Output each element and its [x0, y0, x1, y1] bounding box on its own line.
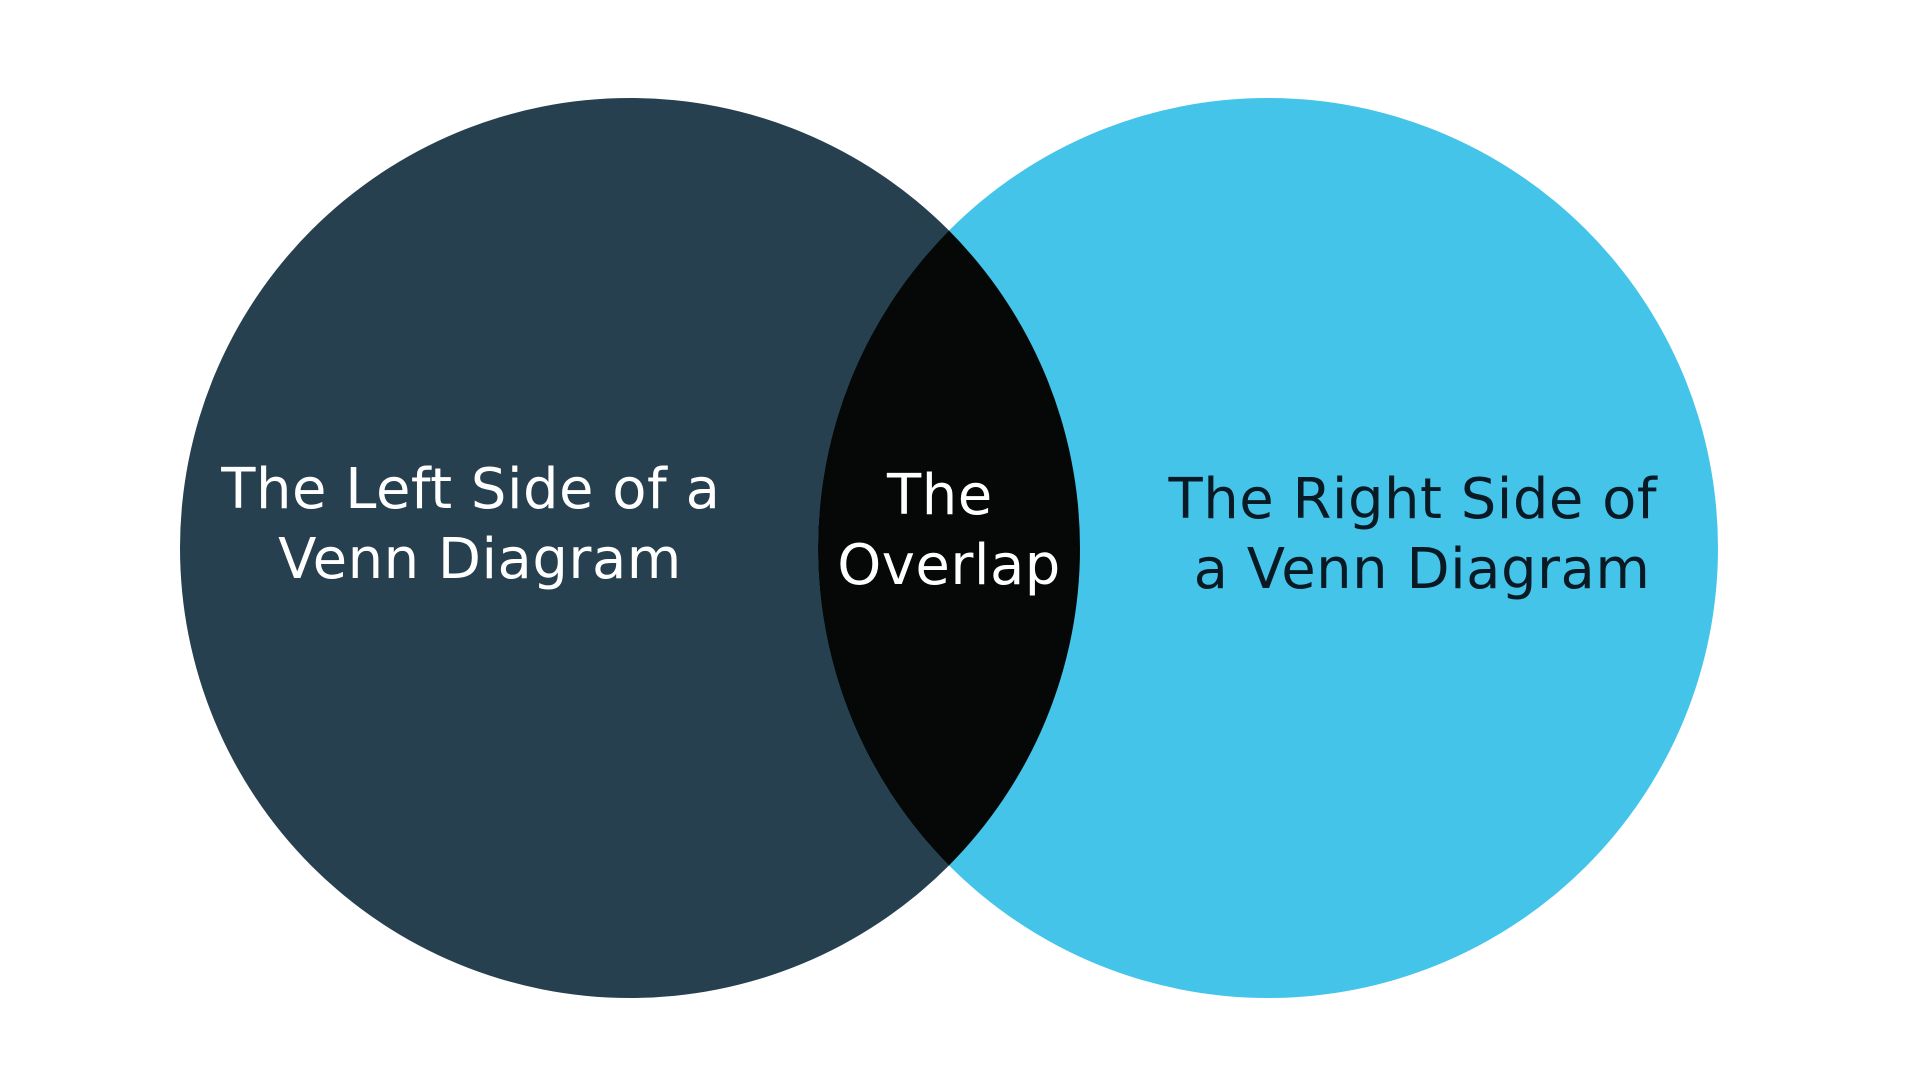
- left-label-line-1: The Left Side of a: [220, 457, 720, 522]
- right-label-line-1: The Right Side of: [1168, 467, 1658, 532]
- left-circle: [180, 98, 1080, 998]
- left-label: The Left Side of a Venn Diagram: [220, 457, 738, 592]
- left-label-line-2: Venn Diagram: [278, 527, 682, 592]
- right-label: The Right Side of a Venn Diagram: [1168, 467, 1676, 602]
- right-circle: [818, 98, 1718, 998]
- right-label-line-2: a Venn Diagram: [1194, 537, 1651, 602]
- overlap-label-line-1: The: [886, 463, 993, 528]
- overlap-label-line-2: Overlap: [837, 533, 1061, 598]
- overlap-label: The Overlap: [837, 463, 1061, 598]
